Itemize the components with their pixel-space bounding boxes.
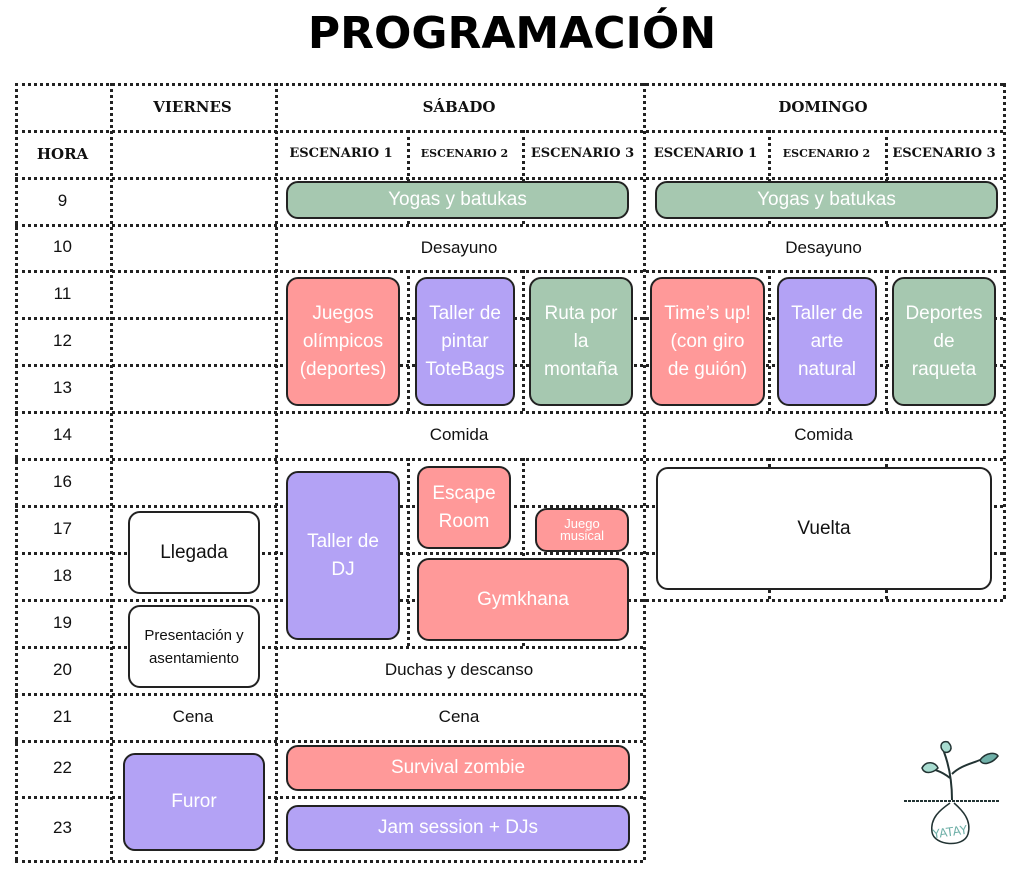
event-survival-zombie: Survival zombie [286, 745, 630, 791]
event-furor: Furor [123, 753, 265, 851]
grid-line [15, 740, 643, 743]
grid-line [15, 860, 643, 863]
hour-label: 22 [53, 758, 72, 777]
day-header-sabado: SÁBADO [422, 97, 496, 116]
hour-label: 19 [53, 612, 72, 632]
grid-line [1003, 83, 1006, 599]
domingo-stage-2: ESCENARIO 2 [782, 147, 871, 160]
logo-text: YATAY [931, 823, 969, 842]
domingo-comida: Comida [646, 414, 1001, 456]
grid-line [522, 458, 525, 646]
grid-line [15, 83, 1003, 86]
grid-line [15, 177, 1003, 180]
hour-label: 17 [53, 518, 72, 538]
grid-line [522, 130, 525, 224]
hour-label: 13 [53, 377, 72, 397]
event-ruta-montana: Ruta por la montaña [529, 277, 633, 406]
sabado-duchas: Duchas y descanso [278, 649, 640, 691]
event-vuelta: Vuelta [656, 467, 992, 590]
hour-label: 9 [57, 190, 68, 210]
grid-line [885, 130, 888, 224]
sabado-stage-2: ESCENARIO 2 [420, 147, 509, 160]
grid-line [643, 83, 646, 860]
grid-line [15, 693, 643, 696]
grid-line [110, 83, 113, 860]
hour-label: 10 [53, 237, 72, 256]
grid-line [15, 458, 1003, 461]
hour-label: 16 [53, 471, 72, 491]
grid-line [407, 458, 410, 646]
event-juego-musical: Juego musical [535, 508, 629, 552]
event-llegada: Llegada [128, 511, 260, 594]
hour-label: 11 [53, 283, 72, 303]
sabado-cena: Cena [278, 696, 640, 738]
domingo-stage-1: ESCENARIO 1 [653, 146, 758, 161]
event-yogas-sabado: Yogas y batukas [286, 181, 629, 219]
event-gymkhana: Gymkhana [417, 558, 629, 641]
sabado-desayuno: Desayuno [278, 227, 640, 268]
hour-label: 20 [53, 659, 72, 679]
hour-label: 12 [53, 330, 72, 350]
day-header-viernes: VIERNES [153, 97, 232, 116]
event-jam-session: Jam session + DJs [286, 805, 630, 851]
event-taller-totebags: Taller de pintar ToteBags [415, 277, 515, 406]
event-escape-room: Escape Room [417, 466, 511, 549]
grid-line [15, 224, 1003, 227]
grid-line [407, 130, 410, 224]
grid-line [522, 270, 525, 411]
sabado-stage-3: ESCENARIO 3 [530, 146, 635, 161]
grid-line [15, 646, 643, 649]
hour-label: 21 [53, 706, 72, 726]
sabado-stage-1: ESCENARIO 1 [289, 146, 393, 161]
grid-line [15, 270, 1003, 273]
grid-line [768, 270, 771, 411]
page-title: PROGRAMACIÓN [307, 8, 717, 59]
grid-line [15, 411, 1003, 414]
grid-line [15, 552, 1003, 555]
event-deportes-raqueta: Deportes de raqueta [892, 277, 996, 406]
event-taller-dj: Taller de DJ [286, 471, 400, 640]
grid-line [407, 270, 410, 411]
day-header-domingo: DOMINGO [778, 97, 868, 116]
event-presentacion: Presentación y asentamiento [128, 605, 260, 688]
domingo-desayuno: Desayuno [646, 227, 1001, 268]
yatay-logo-icon: YATAY [904, 740, 1000, 845]
domingo-stage-3: ESCENARIO 3 [892, 146, 996, 161]
sabado-comida: Comida [278, 414, 640, 456]
event-taller-arte: Taller de arte natural [777, 277, 877, 406]
event-yogas-domingo: Yogas y batukas [655, 181, 998, 219]
grid-line [275, 83, 278, 860]
event-times-up: Time’s up! (con giro de guión) [650, 277, 765, 406]
viernes-cena: Cena [113, 696, 273, 738]
hora-header: HORA [36, 144, 89, 163]
grid-line [15, 130, 1003, 133]
hour-label: 14 [53, 424, 72, 444]
grid-line [768, 130, 771, 224]
hour-label: 23 [53, 818, 72, 837]
grid-line [885, 270, 888, 411]
grid-line [15, 796, 643, 799]
hour-label: 18 [53, 565, 72, 585]
event-juegos-olimpicos: Juegos olímpicos (deportes) [286, 277, 400, 406]
grid-line [15, 83, 18, 860]
